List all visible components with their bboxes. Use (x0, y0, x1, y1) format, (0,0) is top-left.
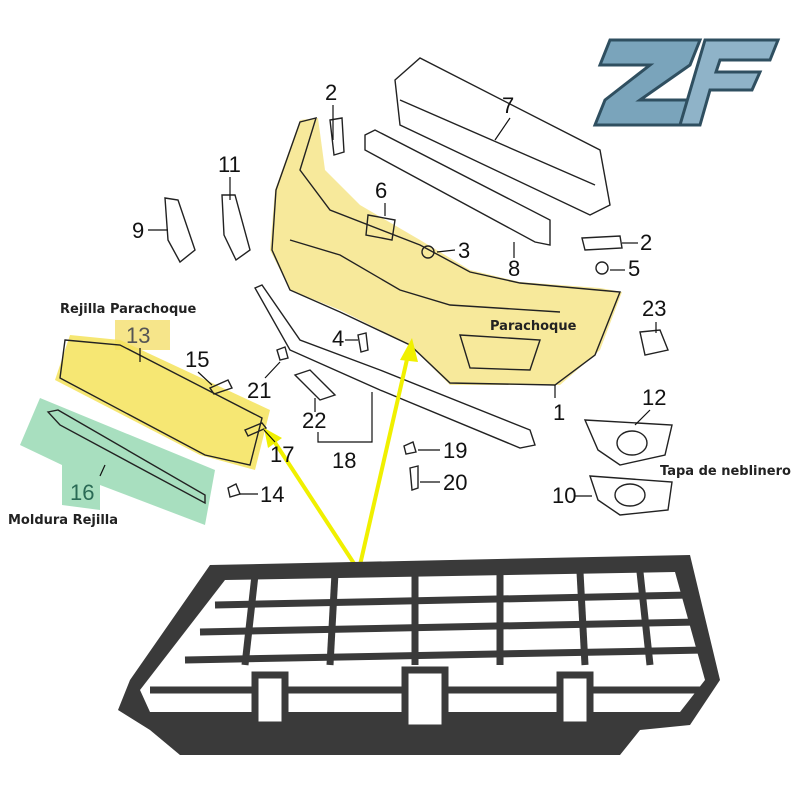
callout-19: 19 (443, 438, 467, 463)
callout-21: 21 (247, 378, 271, 403)
callout-22: 22 (302, 408, 326, 433)
clip-14 (227, 483, 241, 498)
clip-20 (409, 465, 419, 491)
callout-2-side: 2 (640, 230, 652, 255)
callout-23: 23 (642, 296, 666, 321)
callout-8: 8 (508, 256, 520, 281)
callout-14: 14 (260, 482, 284, 507)
callout-3: 3 (458, 238, 470, 263)
callout-6: 6 (375, 178, 387, 203)
sensor-23 (639, 329, 669, 356)
label-moldura-rejilla: Moldura Rejilla (8, 513, 118, 528)
clip-17 (244, 422, 268, 437)
label-tapa-neblinero: Tapa de neblinero (660, 464, 791, 479)
rejilla-highlight (55, 335, 270, 470)
clip-15 (208, 379, 233, 395)
fog-cover-10 (589, 475, 673, 516)
bracket-2-side (581, 235, 623, 251)
absorber-part (364, 129, 551, 246)
moldura-part (46, 409, 206, 505)
rejilla-part (59, 339, 263, 466)
callout-5: 5 (628, 256, 640, 281)
callout-18: 18 (332, 448, 356, 473)
reinforcement-part (394, 57, 611, 216)
part-6 (365, 214, 396, 241)
leader-lines (99, 105, 657, 497)
bumper-part (271, 117, 621, 386)
label-rejilla-parachoque: Rejilla Parachoque (60, 302, 197, 317)
callout-15: 15 (185, 347, 209, 372)
label-parachoque: Parachoque (490, 319, 577, 334)
callout-1: 1 (553, 400, 565, 425)
yellow-arrows (264, 338, 418, 567)
fog-ring-12 (616, 430, 648, 456)
callout-17: 17 (270, 442, 294, 467)
grille-photo (118, 555, 720, 755)
callout-10: 10 (552, 483, 576, 508)
callout-20: 20 (443, 470, 467, 495)
bracket-22 (293, 369, 337, 401)
bracket-11 (221, 194, 251, 262)
callout-4: 4 (332, 326, 344, 351)
lower-spoiler-part (254, 284, 536, 449)
fog-cover-12 (583, 419, 673, 466)
zf-logo (592, 38, 781, 127)
callout-13: 13 (126, 323, 150, 348)
clip-21 (276, 346, 289, 361)
callout-16: 16 (70, 480, 94, 505)
callout-11: 11 (218, 152, 241, 177)
callout-9: 9 (132, 218, 144, 243)
bumper-highlight (270, 118, 622, 385)
bracket-2-top (329, 117, 345, 156)
clip-4 (357, 332, 369, 353)
callout-12: 12 (642, 385, 666, 410)
clip-5 (595, 261, 609, 275)
clip-3 (421, 245, 435, 259)
fog-ring-10 (614, 483, 646, 507)
bracket-9 (164, 197, 196, 264)
clip-19 (403, 441, 417, 455)
callout-7: 7 (502, 93, 514, 118)
callout-2-top: 2 (325, 80, 337, 105)
